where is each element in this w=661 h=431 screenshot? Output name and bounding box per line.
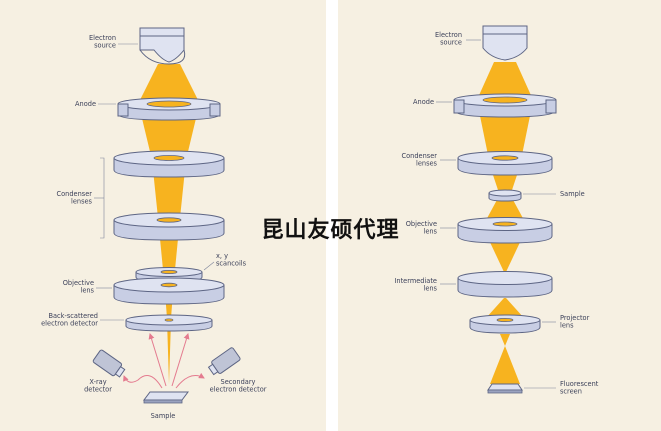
sem-label-sample: Sample: [151, 412, 176, 420]
sem-backscatter-detector: [125, 314, 213, 332]
sem-sample: [143, 391, 189, 404]
tem-projector-lens: [469, 314, 541, 334]
sem-label-anode: Anode: [75, 100, 96, 108]
sem-emission-rays: [123, 333, 205, 389]
tem-anode: [453, 93, 557, 118]
sem-electron-source: [139, 27, 186, 65]
tem-condenser-lens: [457, 151, 553, 176]
tem-sample: [488, 189, 522, 202]
tem-fluorescent-screen: [487, 383, 523, 394]
sem-secondary-detector: [207, 347, 241, 376]
tem-objective-lens: [457, 217, 553, 244]
sem-condenser-lens-1: [113, 150, 225, 178]
tem-electron-source: [482, 25, 528, 61]
watermark-text: 昆山友硕代理: [261, 217, 400, 243]
tem-intermediate-lens: [457, 271, 553, 298]
tem-label-sample: Sample: [560, 190, 585, 198]
sem-xray-detector: [92, 349, 126, 378]
sem-condenser-lens-2: [113, 212, 225, 241]
sem-label-leaders: [94, 43, 215, 321]
sem-anode: [117, 97, 221, 121]
tem-label-anode: Anode: [413, 98, 434, 106]
tem-label-leaders: [436, 39, 556, 389]
sem-objective-lens: [113, 277, 225, 305]
